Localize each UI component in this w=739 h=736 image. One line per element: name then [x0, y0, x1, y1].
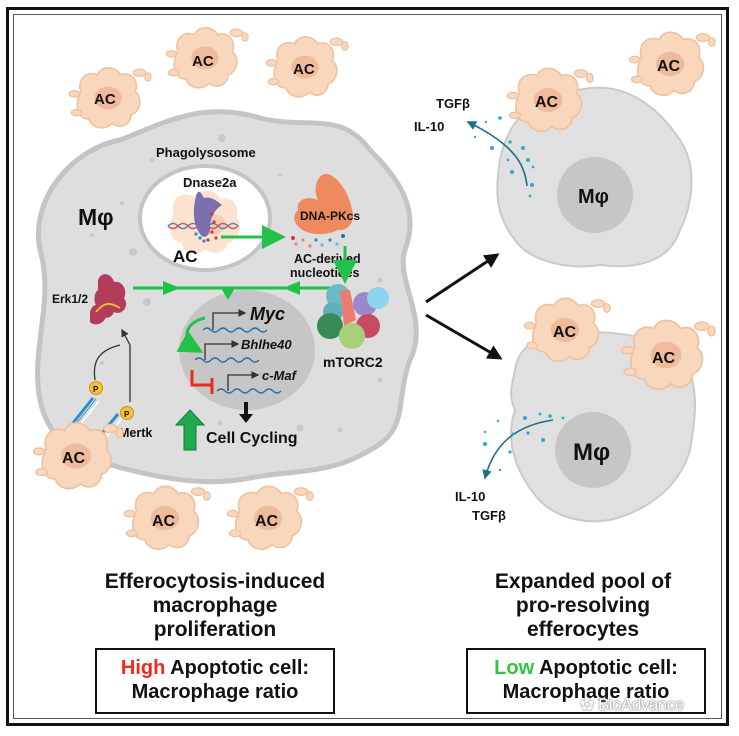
bottom-cytokine-dots	[483, 412, 565, 472]
phospho-site-2	[120, 406, 134, 420]
gene-label-bhlhe40: Bhlhe40	[241, 337, 292, 352]
mertk-label: Mertk	[119, 426, 152, 440]
myc-to-bhlhe40-arrow	[176, 316, 206, 353]
ratio-label-line1: Apoptotic cell:	[165, 657, 310, 679]
bottom-macrophage-label: Mφ	[573, 439, 610, 466]
low-level-label: Low	[494, 657, 535, 679]
apoptotic-cell-label: AC	[553, 324, 577, 341]
wechat-icon: ✿	[580, 695, 598, 714]
high-level-label: High	[120, 657, 166, 679]
arrowhead-down-to-nucleus	[221, 288, 235, 300]
gene-label-cmaf: c-Maf	[262, 368, 298, 383]
top-cytokine-arrow	[466, 121, 528, 187]
dnase2a-enzyme	[193, 191, 222, 237]
arrowhead-right	[163, 281, 180, 295]
arrow-to-top-efferocyte	[425, 253, 500, 304]
top-cytokine-label-2: IL-10	[414, 119, 444, 134]
right-caption-line: pro-resolving	[515, 594, 651, 617]
nucleotides-label-line1: AC-derived	[294, 252, 361, 266]
inner-frame	[13, 14, 722, 719]
mtorc2-complex	[317, 284, 389, 349]
top-nucleus	[557, 157, 633, 233]
dna-pkcs-label: DNA-PKcs	[300, 209, 360, 223]
apoptotic-cell-label: AC	[293, 61, 315, 78]
bottom-cytokine-label-2: TGFβ	[472, 508, 506, 523]
ratio-label-line2: Macrophage ratio	[131, 681, 299, 703]
ratio-label-line1: Apoptotic cell:	[534, 657, 678, 679]
phospho-site-1	[89, 381, 103, 395]
erk12-protein	[90, 274, 127, 325]
down-arrow-icon	[239, 402, 253, 423]
left-caption-line: Efferocytosis-induced	[104, 570, 326, 593]
gene-cmaf	[216, 371, 282, 394]
left-caption-line: macrophage	[152, 594, 278, 617]
left-caption-line: proliferation	[153, 618, 277, 641]
watermark-text: BioAdvance	[597, 695, 684, 714]
top-cytokine-label-1: TGFβ	[436, 96, 470, 111]
apoptotic-cell-label: AC	[62, 450, 86, 467]
macrophage-label: Mφ	[78, 204, 114, 230]
right-caption-line: efferocytes	[526, 618, 640, 641]
bottom-cytokine-arrow	[482, 419, 554, 480]
left-caption: Efferocytosis-induced macrophage prolife…	[70, 570, 360, 642]
gene-label-myc: Myc	[250, 304, 285, 324]
dnase2a-label: Dnase2a	[183, 175, 237, 190]
arrow-to-bottom-efferocyte	[425, 313, 503, 360]
apoptotic-cell-label: AC	[94, 91, 116, 108]
outer-frame	[6, 7, 729, 726]
gene-myc	[202, 309, 268, 333]
right-caption: Expanded pool of pro-resolving efferocyt…	[458, 570, 708, 642]
high-ratio-box: High Apoptotic cell: Macrophage ratio	[95, 648, 335, 714]
mertk-signal-path-2	[121, 328, 131, 402]
mertk-signal-path-1	[93, 344, 121, 381]
apoptotic-cell-label: AC	[192, 53, 214, 70]
right-caption-line: Expanded pool of	[494, 570, 672, 593]
gene-bhlhe40	[194, 340, 260, 363]
watermark: ✿ BioAdvance	[580, 695, 684, 715]
erk12-label: Erk1/2	[52, 292, 88, 306]
cell-cycling-label: Cell Cycling	[206, 430, 298, 447]
ratio-label-line2: Macrophage ratio	[502, 681, 670, 703]
apoptotic-cell-label: AC	[152, 513, 176, 530]
inner-ac-label: AC	[173, 247, 198, 266]
nucleotide-dots	[291, 234, 345, 248]
phospho-label-1: P	[93, 385, 99, 394]
mtorc2-label: mTORC2	[323, 354, 383, 370]
up-arrow-icon	[174, 409, 206, 451]
low-ratio-box: Low Apoptotic cell: Macrophage ratio	[466, 648, 706, 714]
inhibition-symbol	[190, 370, 214, 394]
mertk-receptor-1	[71, 397, 100, 427]
bottom-nucleus	[555, 412, 631, 488]
apoptotic-cell-label: AC	[652, 350, 676, 367]
nucleotides-label-line2: nucleotides	[290, 266, 360, 280]
phagolysosome-label: Phagolysosome	[156, 145, 256, 160]
bottom-cytokine-label-1: IL-10	[455, 489, 485, 504]
top-macrophage-label: Mφ	[578, 186, 609, 208]
apoptotic-cell-label: AC	[657, 58, 681, 75]
arrowhead-left	[283, 281, 300, 295]
apoptotic-cell-label: AC	[255, 513, 279, 530]
top-cytokine-dots	[473, 116, 535, 198]
dna-pkcs-protein	[294, 173, 354, 235]
phospho-label-2: P	[124, 410, 130, 419]
apoptotic-cell-label: AC	[535, 94, 559, 111]
